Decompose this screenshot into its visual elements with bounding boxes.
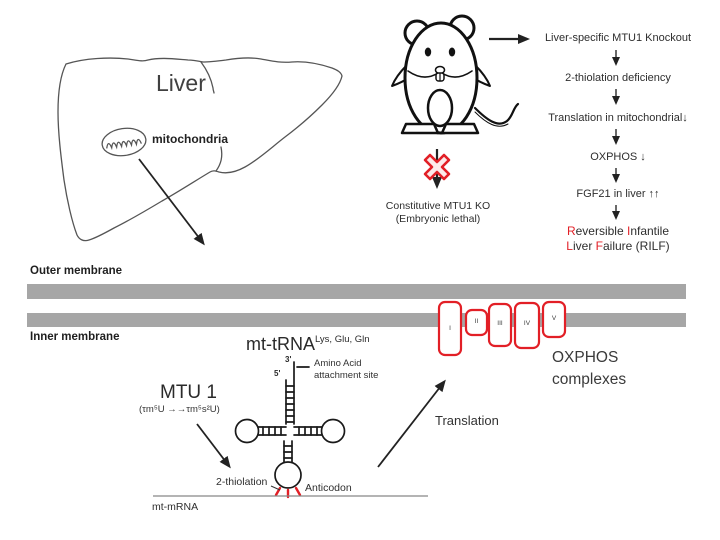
flow-step-fgf21: FGF21 in liver ↑↑ <box>576 188 660 200</box>
mouse-belly <box>426 88 454 128</box>
mtu1-reaction-label: (τm⁵U →→τm⁵s²U) <box>139 404 220 415</box>
mouse-tail <box>473 102 520 125</box>
three-prime-label: 3' <box>285 355 292 364</box>
mouse-foot-right <box>440 122 480 135</box>
inner-membrane-label: Inner membrane <box>30 331 120 343</box>
translation-arrow <box>377 379 446 468</box>
complex-label-3: III <box>497 320 503 327</box>
complex-label-2: II <box>474 318 479 325</box>
mouse-eye-left <box>424 47 432 57</box>
mitochondria-icon <box>101 127 147 157</box>
five-prime-label: 5' <box>274 369 281 378</box>
flow-step-knockout: Liver-specific MTU1 Knockout <box>544 32 692 44</box>
inner-membrane-bar <box>27 313 686 327</box>
oxphos-complex-boxes <box>437 300 567 357</box>
rilf-letter-i: I <box>626 224 631 238</box>
complex-label-1: I <box>449 325 451 332</box>
mitochondria-label: mitochondria <box>152 132 229 146</box>
complex-box-5 <box>541 300 567 339</box>
flow-step-rilf-line2: Liver Failure (RILF) <box>566 239 670 253</box>
mtu1-arrow <box>196 423 231 469</box>
anticodon-loop <box>274 461 302 489</box>
mouse-eye-right <box>448 47 456 57</box>
rilf-letter-l: L <box>566 239 573 253</box>
complex-box-1 <box>437 300 463 357</box>
liver-drawing <box>57 57 343 242</box>
rilf-letter-r: R <box>566 224 576 238</box>
anticodon-label: Anticodon <box>305 482 352 494</box>
mt-trna-title: mt-tRNALys, Glu, Gln <box>246 334 370 354</box>
thiolation-connector <box>270 485 281 491</box>
complex-box-4 <box>513 301 541 350</box>
complex-box-2 <box>464 308 489 337</box>
mouse-foot-left <box>400 122 440 135</box>
mt-mrna-label: mt-mRNA <box>152 501 199 513</box>
trna-superscript: Lys, Glu, Gln <box>315 334 370 345</box>
flow-step-oxphos: OXPHOS ↓ <box>590 151 646 163</box>
mtu1-title: MTU 1 <box>160 382 217 403</box>
complex-box-3 <box>487 302 513 348</box>
thiolation-label: 2-thiolation <box>216 476 268 488</box>
mouse-drawing <box>391 14 520 135</box>
mitochondria-arrow <box>138 158 205 246</box>
complex-label-5: V <box>551 315 557 322</box>
flow-step-thiolation-deficiency: 2-thiolation deficiency <box>565 72 671 84</box>
complex-label-4: IV <box>523 320 531 327</box>
flow-step-translation: Translation in mitochondrial↓ <box>548 112 688 124</box>
trna-drawing <box>234 361 346 499</box>
translation-label: Translation <box>435 413 499 428</box>
liver-title: Liver <box>156 70 206 96</box>
outer-membrane-bar <box>27 284 686 299</box>
constitutive-ko-label: Constitutive MTU1 KO (Embryonic lethal) <box>385 200 491 225</box>
flow-step-rilf-line1: Reversible Infantile <box>566 224 670 238</box>
outer-membrane-label: Outer membrane <box>30 265 123 277</box>
rilf-letter-f: F <box>595 239 603 253</box>
oxphos-caption: OXPHOS complexes <box>552 349 627 388</box>
amino-acid-site-label: Amino Acid attachment site <box>314 358 379 381</box>
red-cross-icon <box>423 153 451 181</box>
